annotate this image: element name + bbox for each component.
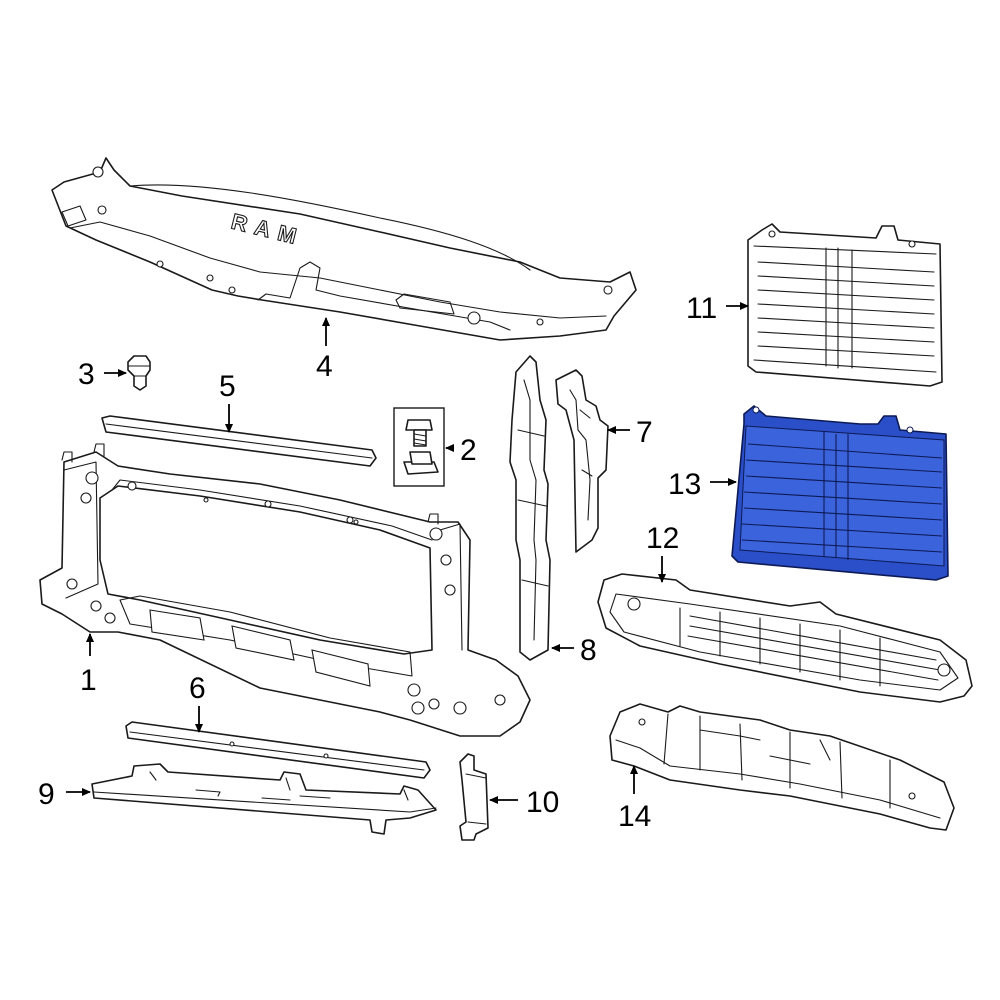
callout-2[interactable]: 2 <box>460 434 477 467</box>
part-5-upper-seal[interactable] <box>101 415 377 467</box>
part-10-bracket[interactable] <box>459 753 489 841</box>
part-12-shutter-frame[interactable] <box>597 573 973 703</box>
callout-14[interactable]: 14 <box>618 800 651 833</box>
callout-6[interactable]: 6 <box>189 672 206 705</box>
part-3-push-pin[interactable] <box>127 355 151 391</box>
callout-5[interactable]: 5 <box>219 370 236 403</box>
part-7-side-seal[interactable] <box>555 369 609 553</box>
callout-11[interactable]: 11 <box>686 292 717 325</box>
part-8-side-seal-long[interactable] <box>509 355 551 661</box>
callout-13[interactable]: 13 <box>668 468 701 501</box>
part-2-bolt-kit[interactable] <box>393 407 445 487</box>
callout-8[interactable]: 8 <box>580 634 597 667</box>
callout-10[interactable]: 10 <box>526 786 559 819</box>
part-1-radiator-support[interactable] <box>39 443 531 737</box>
part-4-upper-cover[interactable]: RAM <box>51 157 637 341</box>
callout-7[interactable]: 7 <box>636 416 653 449</box>
callout-numbers: 1 2 3 4 5 6 7 8 9 10 11 12 13 14 <box>38 292 717 833</box>
part-6-lower-seal[interactable] <box>125 721 431 779</box>
part-14-air-deflector[interactable] <box>609 703 955 831</box>
callout-4[interactable]: 4 <box>316 350 333 383</box>
callout-1[interactable]: 1 <box>80 664 97 697</box>
part-13-lower-shutter-highlighted[interactable] <box>731 405 949 581</box>
part-9-lower-deflector[interactable] <box>91 763 437 835</box>
callout-12[interactable]: 12 <box>646 522 679 555</box>
callout-9[interactable]: 9 <box>38 778 55 811</box>
part-11-upper-shutter[interactable] <box>747 223 943 387</box>
callout-3[interactable]: 3 <box>78 358 95 391</box>
callout-leaders <box>66 302 749 804</box>
